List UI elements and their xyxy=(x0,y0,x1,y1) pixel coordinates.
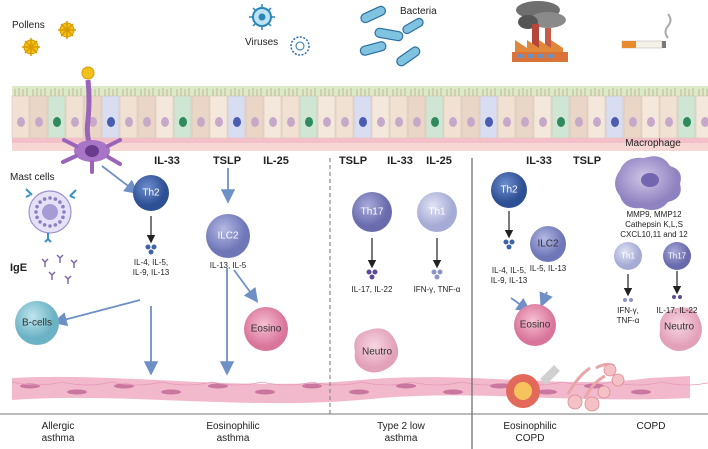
footer-allergic-line2: asthma xyxy=(41,433,75,444)
bacteria-icon xyxy=(359,5,424,67)
th17-label-copd: Th17 xyxy=(667,251,687,261)
th2-label-copd: Th2 xyxy=(500,184,518,196)
th17-cell xyxy=(352,192,392,232)
footer-t2low-line1: Type 2 low xyxy=(377,421,425,432)
lungs-illustration xyxy=(506,362,625,412)
footer-allergic-asthma: Allergic asthma xyxy=(42,421,75,445)
macrophage-label: Macrophage xyxy=(625,138,681,149)
th1-mediators: IFN-γ, TNF-α xyxy=(413,285,461,294)
ilc2-label-copd: ILC2 xyxy=(537,238,559,250)
tslp-label-copd: TSLP xyxy=(572,155,602,167)
eosinophil-cell-copd xyxy=(514,304,556,346)
eosinophil-cell xyxy=(244,307,288,351)
neutrophil-cell-copd xyxy=(659,307,702,351)
neutro-label-copd: Neutro xyxy=(663,321,695,333)
b-cell xyxy=(15,301,59,345)
cytokine-dots xyxy=(145,239,682,302)
il33-label: IL-33 xyxy=(154,155,180,167)
th1-cell-copd xyxy=(614,242,642,270)
eosino-label-copd: Eosino xyxy=(519,319,551,331)
mast-cell xyxy=(25,188,77,243)
arrows-black xyxy=(146,211,682,297)
footer-t2low-line2: asthma xyxy=(384,433,418,444)
bacteria-label: Bacteria xyxy=(400,6,437,17)
th2-label: Th2 xyxy=(142,187,160,199)
pollens-label: Pollens xyxy=(12,20,45,31)
footer-eosinophilic-asthma: Eosinophilic asthma xyxy=(206,421,259,445)
cigarette-icon xyxy=(621,13,672,49)
ige-label: IgE xyxy=(10,262,28,274)
tslp-label: TSLP xyxy=(212,155,242,167)
footer-type2-low-asthma: Type 2 low asthma xyxy=(377,421,425,445)
b-cells-label: B-cells xyxy=(21,317,53,329)
macrophage-mediators-line1: MMP9, MMP12 xyxy=(626,210,682,219)
th17-mediators: IL-17, IL-22 xyxy=(351,285,393,294)
th1-copd-mediators-line2: TNF-α xyxy=(616,316,640,325)
neutro-label: Neutro xyxy=(361,346,393,358)
macrophage-cell xyxy=(615,156,681,210)
ige-antibodies xyxy=(41,254,78,284)
mast-cells-label: Mast cells xyxy=(10,172,55,183)
footer-eosinophilic-copd: Eosinophilic COPD xyxy=(503,421,556,445)
th2-copd-mediators-line1: IL-4, IL-5, xyxy=(491,266,527,275)
airway-epithelium xyxy=(11,86,708,151)
footer-copd: COPD xyxy=(637,421,666,433)
il25-label-t2low: IL-25 xyxy=(426,155,452,167)
factory-icon xyxy=(512,1,568,62)
ilc2-mediators: IL-13, IL-5 xyxy=(209,261,247,270)
virus-icon xyxy=(249,4,310,56)
th2-cell-copd xyxy=(491,172,527,208)
th1-label-copd: Th1 xyxy=(621,251,635,261)
eosino-label: Eosino xyxy=(250,323,282,335)
ilc2-cell-copd xyxy=(530,226,566,262)
il33-label-copd: IL-33 xyxy=(526,155,552,167)
il33-label-t2low: IL-33 xyxy=(387,155,413,167)
th1-label: Th1 xyxy=(428,206,446,218)
macrophage-mediators-line2: Cathepsin K,L,S xyxy=(625,220,683,229)
arrows-allergic xyxy=(52,165,553,376)
th1-cell xyxy=(417,192,457,232)
th2-cell xyxy=(133,175,169,211)
th2-copd-mediators-line2: IL-9, IL-13 xyxy=(490,276,528,285)
viruses-label: Viruses xyxy=(245,37,279,48)
tslp-label-t2low: TSLP xyxy=(338,155,368,167)
th2-mediators-line1: IL-4, IL-5, xyxy=(133,258,169,267)
th17-cell-copd xyxy=(663,242,691,270)
footer-copd-line1: COPD xyxy=(636,421,666,432)
macrophage-mediators-line3: CXCL10,11 and 12 xyxy=(620,230,688,239)
footer-eos-line1: Eosinophilic xyxy=(206,421,260,432)
neutrophil-cell xyxy=(354,328,399,373)
pollen-icon xyxy=(22,21,95,80)
footer-eos-line2: asthma xyxy=(216,433,250,444)
footer-allergic-line1: Allergic xyxy=(41,421,75,432)
ilc2-cell xyxy=(206,214,250,258)
dendritic-cell xyxy=(61,79,122,174)
footer-eoscopd-line2: COPD xyxy=(515,433,545,444)
th17-copd-mediators: IL-17, IL-22 xyxy=(656,306,698,315)
ilc2-label: ILC2 xyxy=(217,230,239,242)
ilc2-copd-mediators: IL-5, IL-13 xyxy=(529,264,567,273)
il25-label: IL-25 xyxy=(263,155,289,167)
th2-mediators-line2: IL-9, IL-13 xyxy=(132,268,170,277)
th1-copd-mediators-line1: IFN-γ, xyxy=(617,306,639,315)
th17-label: Th17 xyxy=(360,206,384,218)
footer-eoscopd-line1: Eosinophilic xyxy=(503,421,557,432)
